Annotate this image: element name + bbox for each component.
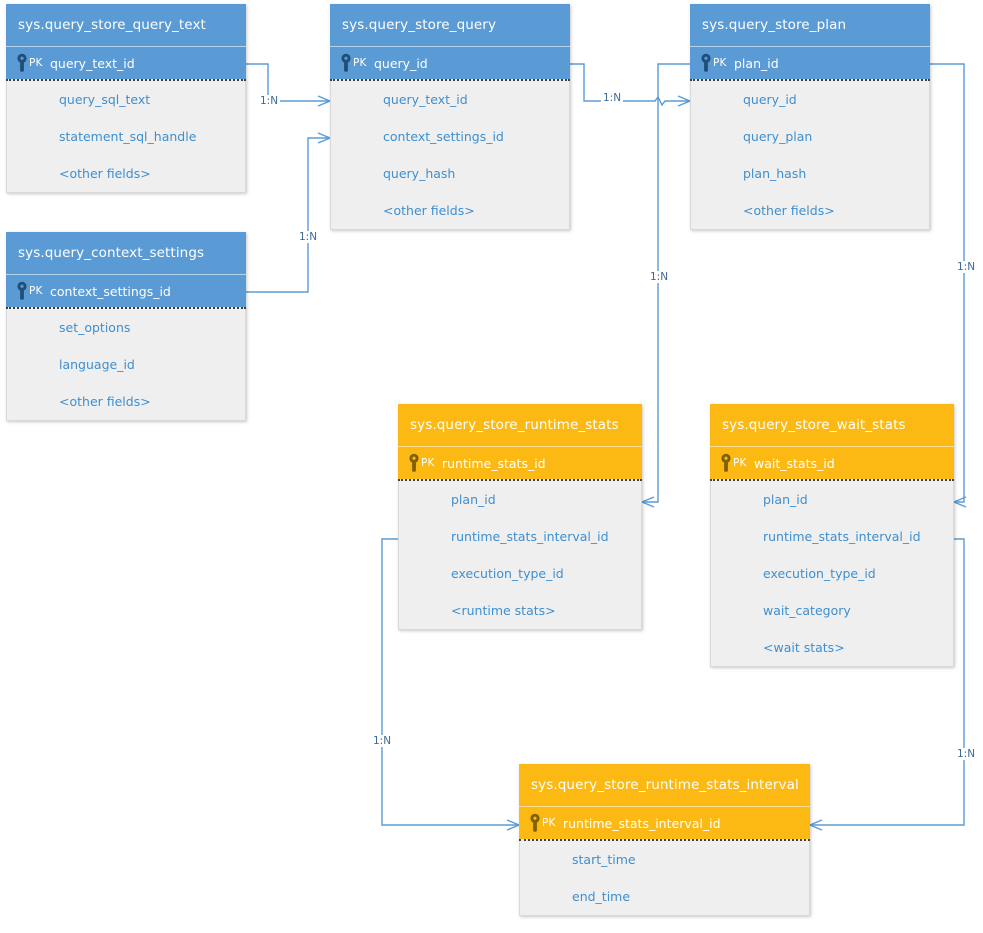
link-query-to-plan (570, 63, 690, 105)
entity-query-store-runtime-stats[interactable]: sys.query_store_runtime_stats PK runtime… (398, 404, 642, 630)
field-row: <other fields> (59, 166, 151, 181)
entity-fields: set_options language_id <other fields> (6, 309, 246, 421)
pk-field-name: query_id (374, 55, 428, 71)
entity-title: sys.query_store_query (330, 4, 570, 46)
cardinality-label-interval-wait: 1:N (955, 748, 978, 760)
pk-separator (398, 479, 642, 481)
pk-separator (519, 839, 810, 841)
field-row: <wait stats> (763, 640, 845, 655)
pk-row[interactable]: PK runtime_stats_id (398, 446, 642, 479)
entity-fields: query_text_id context_settings_id query_… (330, 81, 570, 230)
field-row: <other fields> (59, 394, 151, 409)
entity-title: sys.query_store_runtime_stats_interval (519, 764, 810, 806)
entity-title: sys.query_store_plan (690, 4, 930, 46)
field-row: plan_id (451, 492, 496, 507)
pk-label: PK (542, 817, 556, 829)
pk-row[interactable]: PK plan_id (690, 46, 930, 79)
entity-title: sys.query_store_wait_stats (710, 404, 954, 446)
pk-row[interactable]: PK runtime_stats_interval_id (519, 806, 810, 839)
field-row: plan_id (763, 492, 808, 507)
primary-key-icon: PK (6, 281, 50, 301)
entity-query-store-wait-stats[interactable]: sys.query_store_wait_stats PK wait_stats… (710, 404, 954, 667)
pk-field-name: plan_id (734, 55, 779, 71)
pk-field-name: query_text_id (50, 55, 135, 71)
pk-field-name: runtime_stats_interval_id (563, 815, 721, 831)
cardinality-label-query-plan: 1:N (601, 92, 624, 104)
field-row: runtime_stats_interval_id (451, 529, 609, 544)
entity-fields: start_time end_time (519, 841, 810, 916)
pk-field-name: context_settings_id (50, 283, 171, 299)
field-row: query_id (743, 92, 797, 107)
field-row: <runtime stats> (451, 603, 556, 618)
entity-query-store-query-text[interactable]: sys.query_store_query_text PK query_text… (6, 4, 246, 193)
pk-separator (710, 479, 954, 481)
field-row: end_time (572, 889, 631, 904)
pk-label: PK (713, 57, 727, 69)
entity-title: sys.query_store_runtime_stats (398, 404, 642, 446)
field-row: execution_type_id (763, 566, 876, 581)
field-row: <other fields> (743, 203, 835, 218)
primary-key-icon: PK (330, 53, 374, 73)
link-context-settings-to-query (246, 138, 330, 293)
field-row: query_sql_text (59, 92, 151, 107)
field-row: query_plan (743, 129, 813, 144)
cardinality-label-context-query: 1:N (297, 231, 320, 243)
entity-title: sys.query_store_query_text (6, 4, 246, 46)
pk-row[interactable]: PK query_text_id (6, 46, 246, 79)
pk-label: PK (29, 57, 43, 69)
pk-separator (330, 79, 570, 81)
cardinality-label-plan-runtime: 1:N (648, 271, 671, 283)
pk-label: PK (733, 457, 747, 469)
cardinality-label-plan-wait: 1:N (955, 261, 978, 273)
field-row: query_hash (383, 166, 456, 181)
link-plan-to-runtime-stats (642, 63, 690, 502)
field-row: start_time (572, 852, 636, 867)
entity-fields: query_sql_text statement_sql_handle <oth… (6, 81, 246, 193)
pk-row[interactable]: PK context_settings_id (6, 274, 246, 307)
pk-row[interactable]: PK query_id (330, 46, 570, 79)
pk-separator (6, 79, 246, 81)
entity-query-store-plan[interactable]: sys.query_store_plan PK plan_id query_id… (690, 4, 930, 230)
entity-query-store-query[interactable]: sys.query_store_query PK query_id query_… (330, 4, 570, 230)
entity-query-context-settings[interactable]: sys.query_context_settings PK context_se… (6, 232, 246, 421)
field-row: context_settings_id (383, 129, 504, 144)
field-row: query_text_id (383, 92, 468, 107)
primary-key-icon: PK (690, 53, 734, 73)
primary-key-icon: PK (710, 453, 754, 473)
field-row: statement_sql_handle (59, 129, 197, 144)
primary-key-icon: PK (519, 813, 563, 833)
entity-fields: query_id query_plan plan_hash <other fie… (690, 81, 930, 230)
field-row: language_id (59, 357, 135, 372)
field-row: wait_category (763, 603, 851, 618)
entity-title: sys.query_context_settings (6, 232, 246, 274)
pk-separator (6, 307, 246, 309)
field-row: execution_type_id (451, 566, 564, 581)
pk-label: PK (29, 285, 43, 297)
pk-row[interactable]: PK wait_stats_id (710, 446, 954, 479)
primary-key-icon: PK (6, 53, 50, 73)
entity-query-store-runtime-stats-interval[interactable]: sys.query_store_runtime_stats_interval P… (519, 764, 810, 916)
entity-fields: plan_id runtime_stats_interval_id execut… (710, 481, 954, 667)
pk-separator (690, 79, 930, 81)
pk-field-name: wait_stats_id (754, 455, 835, 471)
pk-label: PK (353, 57, 367, 69)
cardinality-label-text-query: 1:N (258, 95, 281, 107)
field-row: set_options (59, 320, 131, 335)
primary-key-icon: PK (398, 453, 442, 473)
cardinality-label-interval-runtime: 1:N (371, 735, 394, 747)
pk-label: PK (421, 457, 435, 469)
entity-fields: plan_id runtime_stats_interval_id execut… (398, 481, 642, 630)
field-row: plan_hash (743, 166, 807, 181)
pk-field-name: runtime_stats_id (442, 455, 546, 471)
field-row: runtime_stats_interval_id (763, 529, 921, 544)
field-row: <other fields> (383, 203, 475, 218)
